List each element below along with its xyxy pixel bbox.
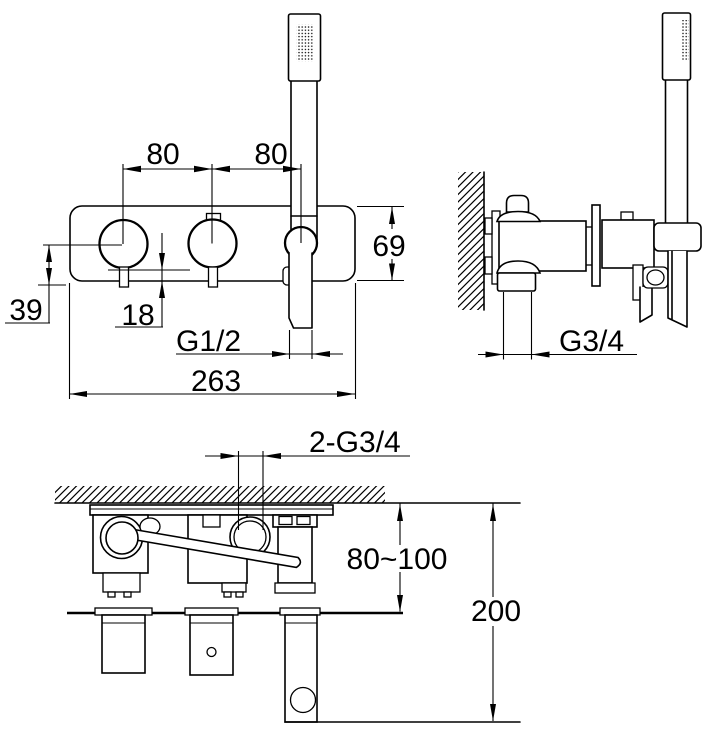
dimension-line-263 [68,283,357,399]
dimension-line-18 [108,233,190,328]
arrowhead [312,351,330,357]
mounting-plate [89,504,334,516]
bolt-head [296,515,311,526]
valve-tooth [223,591,232,598]
bolt-head [278,515,293,526]
arrowhead [263,453,281,459]
trim-collar-right [279,607,321,616]
ceiling-hatch [55,486,385,503]
arrowhead [194,165,212,173]
dim-label-hose-thread: G1/2 [176,325,241,358]
hose-outline [288,252,313,329]
dimension-line-2g34 [205,451,410,530]
valve-right-base [274,582,316,594]
hose-fill [289,253,312,328]
arrowhead [69,391,87,397]
dim-label-inlet-threads: 2-G3/4 [309,426,401,459]
cartridge-inner [105,521,139,555]
valve-tooth [235,591,244,598]
front-view-dimensions: 80 80 39 18 G1/2 263 69 [5,138,406,399]
spray-face-dots [296,24,314,62]
side-view: G3/4 [458,12,702,360]
shower-tail-fill [668,251,687,327]
arrowhead [212,165,230,173]
lever-middle [207,266,219,288]
valve-middle-port [202,514,221,528]
arrowhead [159,253,165,270]
top-knob-side [505,194,530,213]
hand-shower-neck [290,215,318,241]
dim-label-center-offset: 39 [9,294,42,327]
trim-left [101,614,146,674]
dimension-line-69 [357,205,404,282]
arrowhead [490,704,496,721]
dimension-line-g34 [478,292,637,360]
dim-label-spacing-left: 80 [146,138,179,171]
trim-middle-dot [206,646,217,658]
lever-pipe [131,528,302,569]
dim-label-total-depth: 200 [471,595,521,628]
dim-label-plate-height: 69 [372,230,405,263]
shower-holder [653,222,702,252]
valve-left-base [102,572,141,593]
arrowhead [490,504,496,521]
dimension-line-39 [5,244,122,324]
valve-tooth [107,591,116,598]
outlet-port [496,272,537,292]
plan-view: 2-G3/4 80~100 200 [54,426,521,723]
hand-shower-body [291,81,317,216]
hand-shower-body-side [665,80,688,223]
arrowhead [485,351,504,358]
top-bonnet [495,210,542,223]
rear-body-tab [620,211,634,221]
flange-block-bottom [484,256,493,275]
dim-label-plate-width: 263 [191,365,241,398]
valve-tooth [123,591,132,598]
arrowhead [46,245,52,262]
valve-body-side [498,220,587,272]
hose-drop [639,286,653,323]
arrowhead [397,595,403,612]
arrowhead [389,207,395,224]
dim-label-outlet-thread: G3/4 [559,325,624,358]
arrowhead [283,165,301,173]
spray-face-dots-side [681,20,689,61]
hand-shower-body-side-outline [664,79,689,224]
trim-collar-middle [184,607,239,616]
lever-left [118,266,130,288]
arrowhead [337,391,355,397]
bottom-bonnet [495,260,542,274]
arrowhead [46,268,52,285]
escutcheon-disc [591,204,601,287]
hose-clip-nut [646,269,665,286]
dim-label-depth-range: 80~100 [347,543,448,576]
arrowhead [159,281,165,298]
dim-label-spacing-right: 80 [254,138,287,171]
trim-collar-left [94,607,153,616]
rear-body [601,219,655,269]
arrowhead [531,351,550,358]
trim-middle [189,614,234,676]
valve-middle-base [221,582,247,593]
flange-block-top [484,217,493,235]
trim-right-hook [289,686,317,714]
arrowhead [389,263,395,281]
shower-tail [667,250,688,328]
arrowhead [272,351,290,357]
arrowhead [220,453,239,459]
hose-drop-fill [640,287,652,322]
hand-shower-body-outline [290,80,318,217]
wall-hatch [458,172,484,310]
arrowhead [397,504,403,521]
dim-label-lever-offset: 18 [121,299,154,332]
arrowhead [123,165,141,173]
